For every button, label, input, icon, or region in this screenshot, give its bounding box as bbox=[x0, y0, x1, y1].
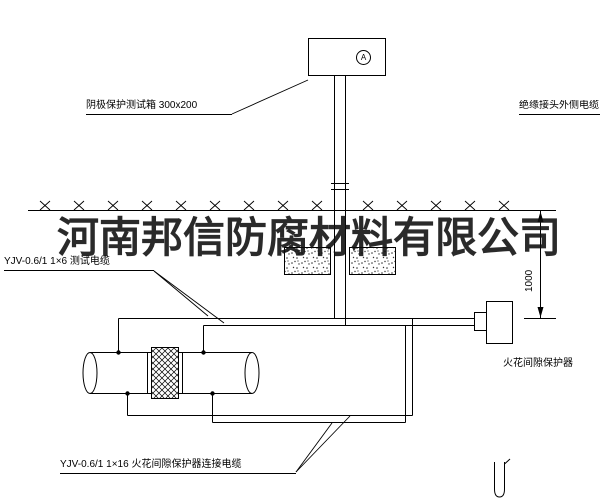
leader-lines bbox=[153, 79, 351, 473]
cathodic-test-box bbox=[308, 38, 386, 76]
dimension-value: 1000 bbox=[524, 269, 535, 292]
connection-cable-label: YJV-0.6/1 1×16 火花间隙保护器连接电缆 bbox=[60, 459, 296, 474]
test-box-pole bbox=[331, 75, 349, 326]
terminal-a-symbol-icon: A bbox=[356, 50, 371, 65]
concrete-block-right bbox=[349, 247, 396, 275]
protector-connection-cables bbox=[127, 318, 413, 423]
test-cables bbox=[118, 318, 474, 353]
test-box-label: 阴极保护测试箱 300x200 bbox=[86, 100, 232, 115]
insulating-joint bbox=[151, 347, 179, 399]
concrete-block-left bbox=[284, 247, 331, 275]
outer-cable-label: 绝缘接头外侧电缆 bbox=[519, 100, 600, 115]
dimension-line bbox=[524, 210, 556, 319]
test-cable-label: YJV-0.6/1 1×6 测试电缆 bbox=[4, 256, 154, 271]
ground-hatch-marks bbox=[39, 200, 510, 211]
pipe-riser-symbol bbox=[494, 458, 511, 498]
spark-gap-protector bbox=[474, 301, 513, 344]
spark-gap-protector-label: 火花间隙保护器 bbox=[503, 358, 573, 369]
